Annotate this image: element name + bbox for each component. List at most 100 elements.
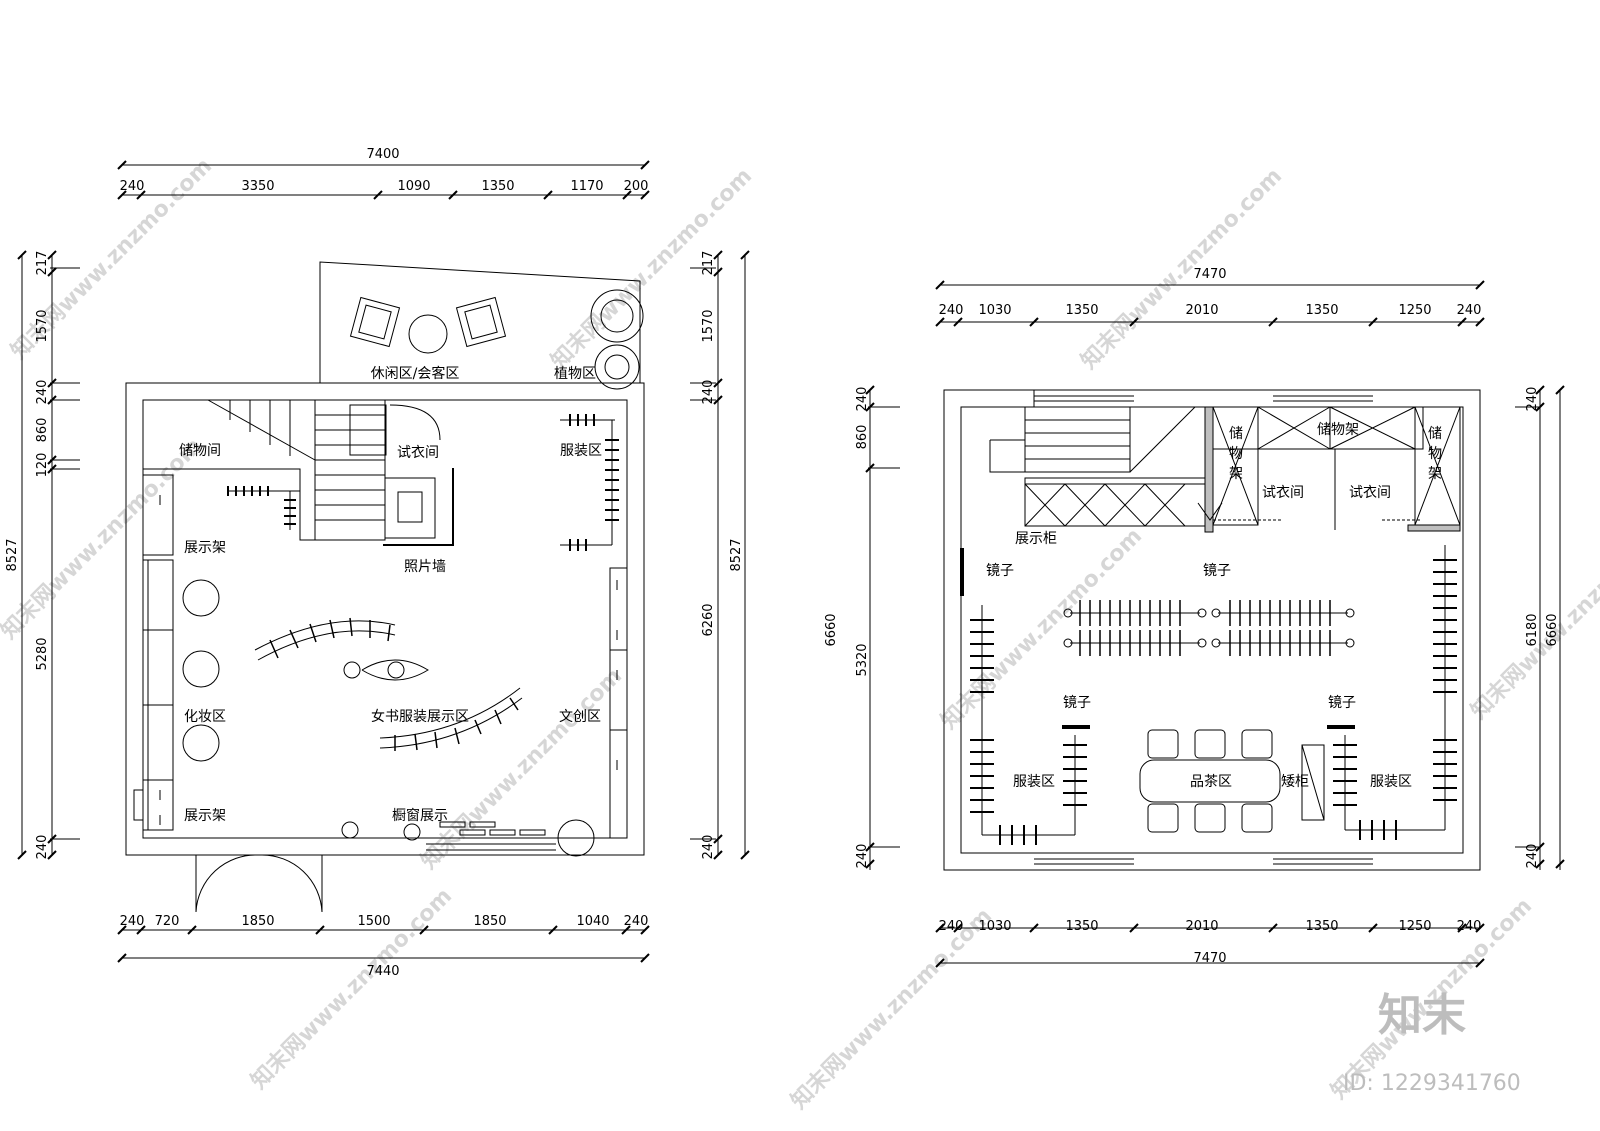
dim-left-seg: 1570 bbox=[35, 309, 50, 342]
left-room-labels: 休闲区/会客区 植物区 储物间 试衣间 服装区 展示架 照片墙 化妆区 女书服装… bbox=[179, 365, 602, 824]
dim-right-seg: 240 bbox=[1525, 387, 1540, 412]
watermark-text: 知末网www.znzmo.com bbox=[936, 523, 1147, 734]
dim-left-seg: 240 bbox=[35, 380, 50, 405]
dim-right-seg: 240 bbox=[701, 380, 716, 405]
dim-top-seg: 200 bbox=[624, 179, 649, 194]
image-id: ID: 1229341760 bbox=[1343, 1071, 1521, 1096]
dim-bottom-seg: 240 bbox=[939, 919, 964, 934]
dim-left-seg: 5320 bbox=[855, 643, 870, 676]
dim-top-total: 7470 bbox=[1193, 267, 1226, 282]
room-low-cabinet: 矮柜 bbox=[1281, 774, 1309, 790]
room-creative: 文创区 bbox=[559, 709, 601, 725]
dim-top-seg: 2010 bbox=[1185, 303, 1218, 318]
dim-right-seg: 240 bbox=[701, 835, 716, 860]
room-plants: 植物区 bbox=[554, 366, 596, 382]
room-fitting-1: 试衣间 bbox=[1262, 485, 1304, 501]
dim-bottom-seg: 1850 bbox=[241, 914, 274, 929]
dim-bottom-total: 7470 bbox=[1193, 951, 1226, 966]
watermark-text: 知末网www.znzmo.com bbox=[246, 883, 457, 1094]
dim-right-seg: 217 bbox=[701, 251, 716, 276]
left-dimension-lines bbox=[17, 160, 750, 963]
dim-left-seg: 240 bbox=[855, 844, 870, 869]
watermark-text: 知末网www.znzmo.com bbox=[786, 903, 997, 1114]
dim-top-total: 7400 bbox=[366, 147, 399, 162]
room-fitting-2: 试衣间 bbox=[1349, 485, 1391, 501]
room-display-cabinet: 展示柜 bbox=[1015, 531, 1057, 547]
dim-top-seg: 1350 bbox=[481, 179, 514, 194]
tea-table bbox=[1139, 729, 1281, 833]
room-clothing: 服装区 bbox=[560, 443, 602, 459]
dim-left-seg: 120 bbox=[35, 453, 50, 478]
makeup-mirrors bbox=[182, 579, 220, 762]
entrance-door bbox=[195, 854, 323, 913]
dim-bottom-seg: 1040 bbox=[576, 914, 609, 929]
storage-racks bbox=[1204, 406, 1461, 533]
room-storage-rack: 储物架 bbox=[1317, 422, 1359, 438]
right-dimension-labels: 7470 240 1030 1350 2010 1350 1250 240 24… bbox=[824, 267, 1560, 966]
left-dimension-labels: 7400 240 3350 1090 1350 1170 200 240 720… bbox=[5, 147, 744, 979]
room-makeup: 化妆区 bbox=[184, 709, 226, 725]
staircase bbox=[207, 399, 386, 541]
room-mirror-1: 镜子 bbox=[986, 563, 1014, 579]
right-floor-plan: 7470 240 1030 1350 2010 1350 1250 240 24… bbox=[824, 267, 1565, 968]
dim-bottom-seg: 1500 bbox=[357, 914, 390, 929]
clothing-rack bbox=[227, 414, 619, 551]
watermark-layer: 知末网www.znzmo.com 知末网www.znzmo.com 知末网www… bbox=[0, 153, 1600, 1114]
dim-bottom-seg: 240 bbox=[120, 914, 145, 929]
room-main-display: 女书服装展示区 bbox=[371, 708, 469, 725]
curved-display-rack bbox=[254, 617, 523, 751]
storage-room-walls bbox=[143, 460, 316, 541]
dim-bottom-total: 7440 bbox=[366, 964, 399, 979]
low-cabinet bbox=[1301, 744, 1325, 821]
dim-bottom-seg: 1850 bbox=[473, 914, 506, 929]
dim-right-total: 6660 bbox=[1545, 613, 1560, 646]
dim-left-seg: 240 bbox=[35, 835, 50, 860]
dim-top-seg: 1350 bbox=[1065, 303, 1098, 318]
dim-right-seg: 1570 bbox=[701, 309, 716, 342]
window-display bbox=[341, 821, 546, 841]
dim-top-seg: 1350 bbox=[1305, 303, 1338, 318]
dim-right-total: 8527 bbox=[729, 538, 744, 571]
clothing-racks bbox=[970, 545, 1457, 845]
dim-bottom-seg: 1250 bbox=[1398, 919, 1431, 934]
brand-logo: 知末 bbox=[1378, 990, 1466, 1041]
right-room-labels: 储物架 储物架 试衣间 试衣间 储物架 展示柜 镜子 镜子 镜子 镜子 服装区 … bbox=[986, 422, 1442, 790]
dim-right-seg: 240 bbox=[1525, 844, 1540, 869]
room-photo-wall: 照片墙 bbox=[404, 559, 446, 575]
dim-top-seg: 240 bbox=[1457, 303, 1482, 318]
room-mirror-2: 镜子 bbox=[1203, 563, 1231, 579]
dim-left-seg: 5280 bbox=[35, 637, 50, 670]
room-lounge: 休闲区/会客区 bbox=[371, 365, 460, 382]
mirror-icon bbox=[1197, 502, 1223, 521]
room-mirror-3: 镜子 bbox=[1063, 695, 1091, 711]
dim-top-seg: 1170 bbox=[570, 179, 603, 194]
dim-bottom-seg: 2010 bbox=[1185, 919, 1218, 934]
right-dimension-lines bbox=[865, 280, 1565, 968]
dim-bottom-seg: 240 bbox=[624, 914, 649, 929]
room-window: 橱窗展示 bbox=[392, 807, 448, 824]
dim-left-seg: 217 bbox=[35, 251, 50, 276]
dim-right-seg: 6260 bbox=[701, 603, 716, 636]
dim-left-seg: 860 bbox=[855, 425, 870, 450]
dim-left-total: 8527 bbox=[5, 538, 20, 571]
room-storage-rack-left: 储物架 bbox=[1229, 426, 1243, 482]
room-mirror-4: 镜子 bbox=[1328, 695, 1356, 711]
creative-cabinet bbox=[609, 567, 628, 839]
room-clothing-left: 服装区 bbox=[1013, 774, 1055, 790]
room-storage: 储物间 bbox=[179, 443, 221, 459]
dim-top-seg: 1250 bbox=[1398, 303, 1431, 318]
mirror-marks bbox=[960, 548, 1355, 729]
lounge-furniture bbox=[349, 296, 507, 354]
left-floor-plan: 7400 240 3350 1090 1350 1170 200 240 720… bbox=[5, 147, 750, 979]
plant-icon bbox=[557, 289, 644, 857]
dim-top-seg: 240 bbox=[120, 179, 145, 194]
room-display-bottom: 展示架 bbox=[184, 808, 226, 824]
staircase bbox=[989, 406, 1196, 473]
display-cabinet bbox=[1024, 477, 1206, 527]
dim-bottom-seg: 720 bbox=[155, 914, 180, 929]
dim-left-seg: 240 bbox=[855, 387, 870, 412]
dim-bottom-seg: 1350 bbox=[1065, 919, 1098, 934]
watermark-text: 知末网www.znzmo.com bbox=[1076, 163, 1287, 374]
room-tea: 品茶区 bbox=[1190, 774, 1232, 790]
